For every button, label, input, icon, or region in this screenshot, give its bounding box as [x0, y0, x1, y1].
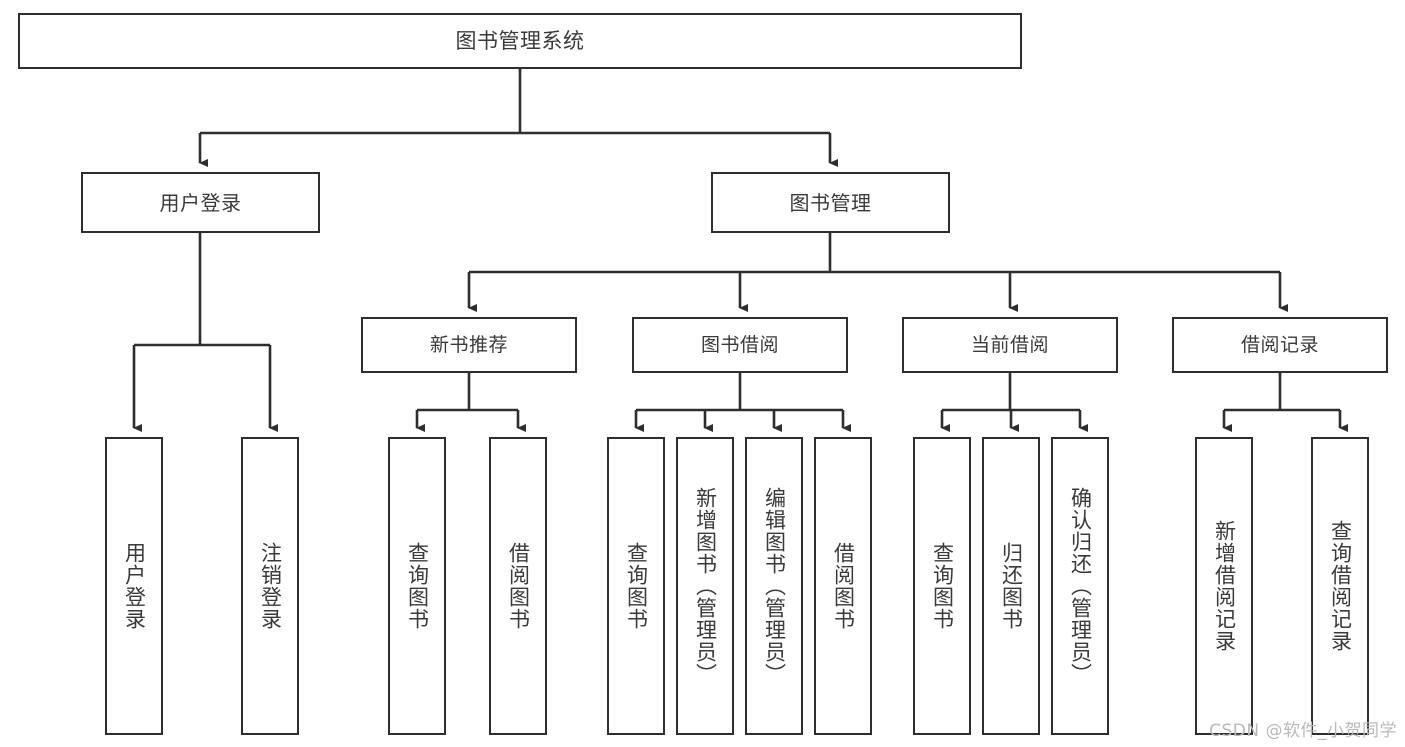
node-label: 当前借阅: [970, 333, 1049, 356]
node-label: 查询图书: [405, 542, 430, 630]
node-label: 借阅图书: [506, 542, 531, 630]
leaf-record-add-borrow-record[interactable]: 新增借阅记录: [1195, 437, 1253, 735]
leaf-current-query-book[interactable]: 查询图书: [913, 437, 971, 735]
node-label: 图书管理系统: [455, 28, 585, 53]
node-current-borrow[interactable]: 当前借阅: [902, 317, 1118, 373]
node-label: 借阅记录: [1240, 333, 1319, 356]
node-label: 用户登录: [122, 542, 147, 630]
node-label: 新增图书（管理员）: [693, 487, 718, 685]
node-label: 用户登录: [159, 190, 242, 215]
leaf-user-login-logout[interactable]: 注销登录: [241, 437, 299, 735]
leaf-current-confirm-return-admin[interactable]: 确认归还（管理员）: [1051, 437, 1109, 735]
node-label: 查询图书: [624, 542, 649, 630]
node-label: 查询图书: [930, 542, 955, 630]
node-label: 借阅图书: [831, 542, 856, 630]
leaf-borrow-add-book-admin[interactable]: 新增图书（管理员）: [676, 437, 734, 735]
leaf-new-book-borrow[interactable]: 借阅图书: [489, 437, 547, 735]
node-root-system[interactable]: 图书管理系统: [18, 13, 1022, 69]
leaf-current-return-book[interactable]: 归还图书: [982, 437, 1040, 735]
node-label: 注销登录: [258, 542, 283, 630]
node-label: 图书借阅: [700, 333, 779, 356]
leaf-borrow-query-book[interactable]: 查询图书: [607, 437, 665, 735]
node-label: 图书管理: [789, 190, 872, 215]
node-book-borrow[interactable]: 图书借阅: [632, 317, 848, 373]
node-label: 确认归还（管理员）: [1068, 487, 1093, 685]
leaf-borrow-borrow-book[interactable]: 借阅图书: [814, 437, 872, 735]
watermark-text: CSDN @软件_小贺同学: [1209, 721, 1397, 741]
leaf-record-query-borrow-record[interactable]: 查询借阅记录: [1311, 437, 1369, 735]
leaf-user-login-login[interactable]: 用户登录: [105, 437, 163, 735]
node-label: 查询借阅记录: [1328, 520, 1353, 652]
node-label: 新书推荐: [429, 333, 508, 356]
node-label: 编辑图书（管理员）: [762, 487, 787, 685]
node-borrow-record[interactable]: 借阅记录: [1172, 317, 1388, 373]
node-book-management[interactable]: 图书管理: [711, 172, 950, 233]
node-label: 新增借阅记录: [1212, 520, 1237, 652]
leaf-new-book-query[interactable]: 查询图书: [388, 437, 446, 735]
node-new-book-recommend[interactable]: 新书推荐: [361, 317, 577, 373]
node-label: 归还图书: [999, 542, 1024, 630]
leaf-borrow-edit-book-admin[interactable]: 编辑图书（管理员）: [745, 437, 803, 735]
node-user-login[interactable]: 用户登录: [81, 172, 320, 233]
